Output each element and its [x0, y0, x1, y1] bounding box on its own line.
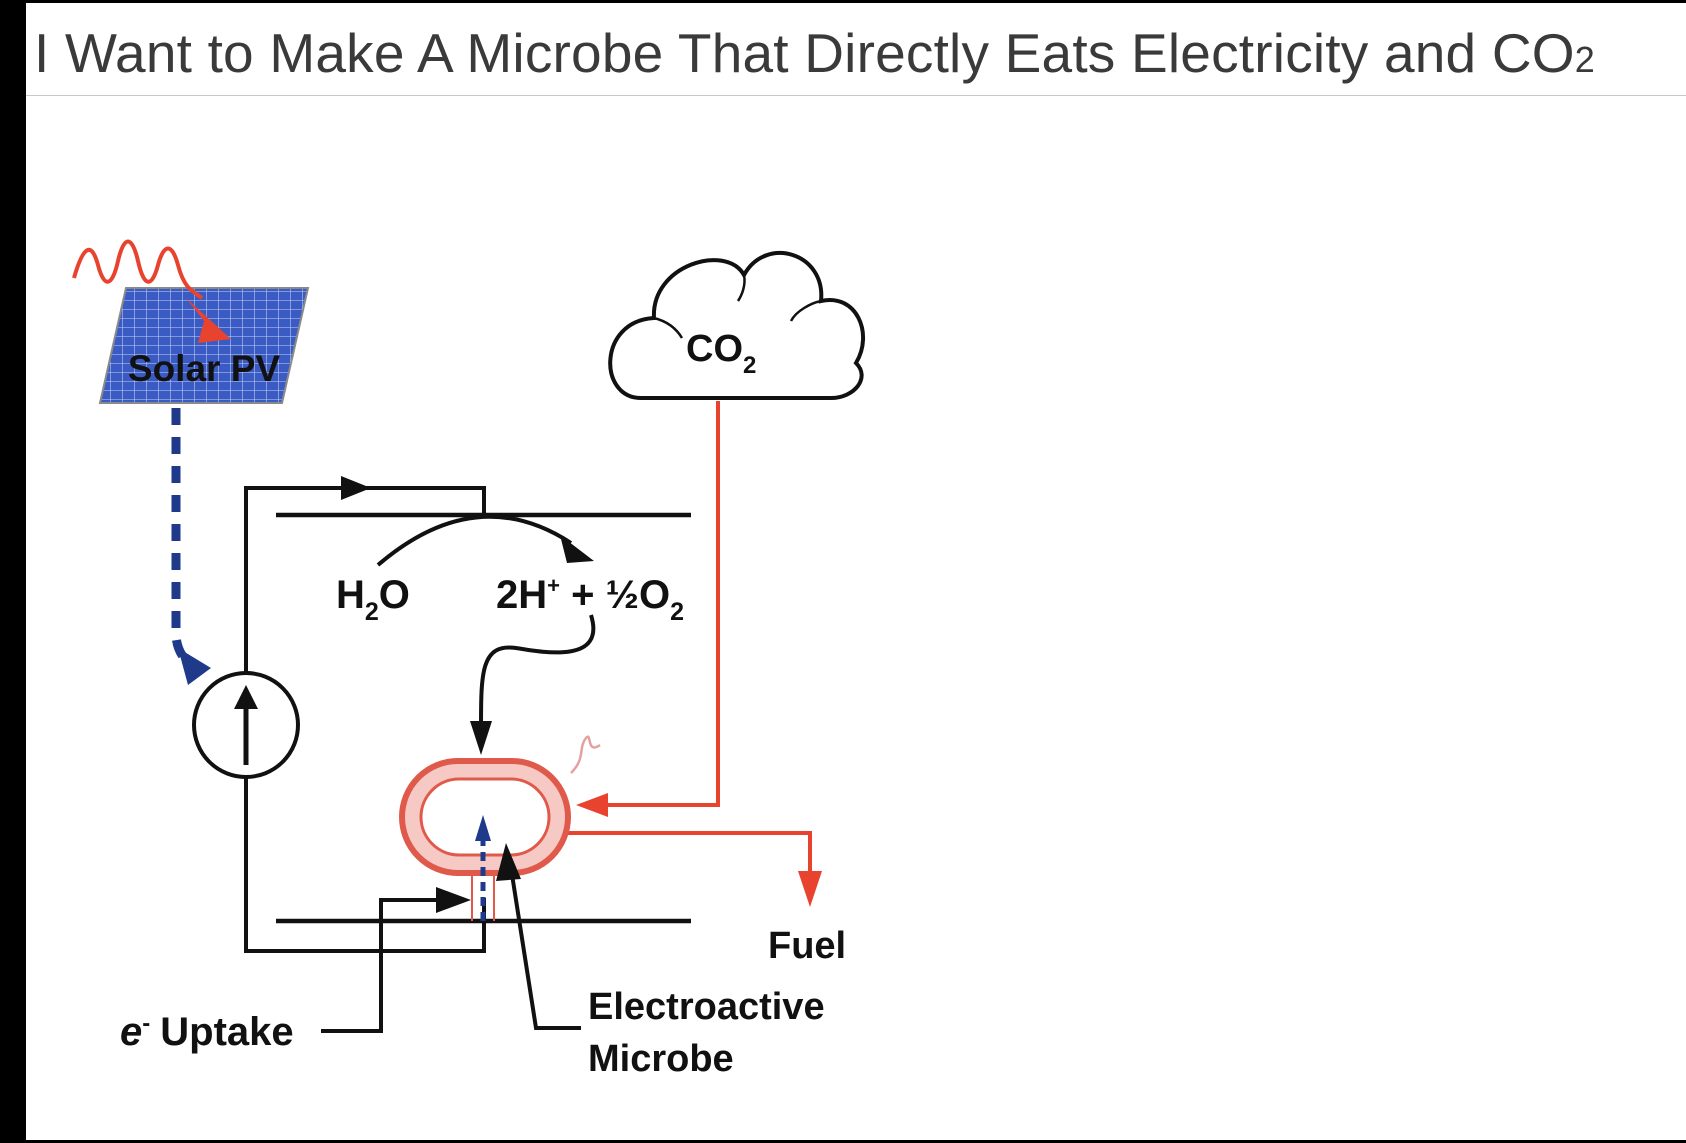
- water-label: H2O: [336, 573, 410, 626]
- solar-panel: Solar PV: [98, 287, 310, 404]
- microbe-label-line1: Electroactive: [588, 986, 825, 1028]
- fuel-output-line: [568, 831, 812, 881]
- solar-power-arrowhead: [178, 648, 211, 685]
- microbe-pointer-line: [509, 867, 581, 1030]
- current-arrowhead: [341, 476, 371, 500]
- co2-label: CO2: [686, 328, 756, 379]
- microbe-label-line2: Microbe: [588, 1038, 734, 1080]
- co2-cloud: CO2: [608, 251, 866, 400]
- water-oxidation-arrow: [376, 514, 573, 567]
- fuel-label: Fuel: [768, 925, 846, 967]
- title-divider: [26, 95, 1686, 96]
- oxygen-arrowhead: [470, 721, 492, 755]
- products-label: 2H+ + ½O2: [496, 573, 684, 626]
- co2-feed-line: [601, 401, 720, 807]
- solar-power-dashed-line: [171, 408, 194, 669]
- current-source: [192, 671, 300, 779]
- microbe-pointer-arrowhead: [496, 843, 521, 881]
- fuel-output-arrowhead: [798, 871, 822, 907]
- uptake-pointer-line: [321, 898, 451, 1033]
- oxygen-to-microbe-arrow: [479, 614, 596, 729]
- electroactive-microbe: [399, 735, 601, 921]
- solar-pv-label: Solar PV: [128, 348, 280, 389]
- title-subscript: 2: [1574, 39, 1595, 80]
- slide-title: I Want to Make A Microbe That Directly E…: [34, 21, 1595, 85]
- co2-feed-arrowhead: [576, 793, 608, 817]
- uptake-pointer-arrowhead: [436, 887, 471, 913]
- slide: I Want to Make A Microbe That Directly E…: [26, 0, 1686, 1140]
- electron-uptake-label: e-Uptake: [120, 1010, 294, 1054]
- sunlight-wave-icon: [72, 239, 231, 343]
- electromicrobe-diagram: Solar PV H2O: [72, 239, 866, 1080]
- title-text: I Want to Make A Microbe That Directly E…: [34, 22, 1575, 84]
- water-oxidation-arrowhead: [560, 535, 594, 563]
